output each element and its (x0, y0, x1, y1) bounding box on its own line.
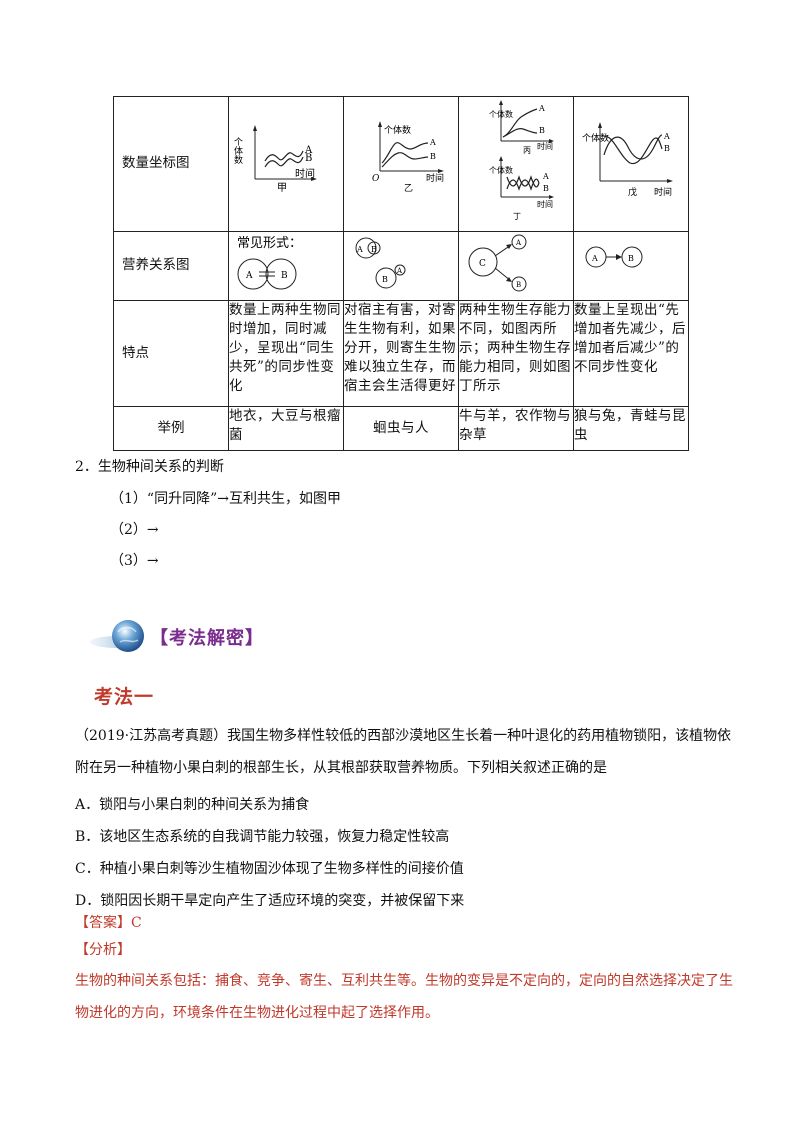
option-c: C．种植小果白刺等沙生植物固沙体现了生物多样性的间接价值 (75, 861, 464, 877)
nutrition-parasitism-b1: B (371, 245, 377, 254)
row-label-examples: 举例 (113, 406, 229, 451)
graph-wu-cell: 个体数 A B 戊 时间 (573, 96, 689, 232)
graph-yi-cell: 个体数 A B O 时间 乙 (343, 96, 459, 232)
graph-yi-caption: 乙 (404, 183, 413, 194)
section-2-item-1: （1）“同升同降”→互利共生，如图甲 (110, 491, 341, 507)
nutrition-parasitism: A B B A (355, 237, 406, 289)
graph-bing-ding: 个体数 A B 丙 时间 个体数 A B 时间 丁 (489, 100, 554, 221)
graph-jia-xlabel: 时间 (295, 167, 315, 180)
nutrition-competition-b: B (516, 281, 521, 289)
graph-yi-label-a: A (429, 138, 436, 147)
graph-bing-xlabel: 时间 (537, 141, 553, 151)
graph-jia-label-a: A (304, 145, 313, 156)
graph-yi-label-b: B (430, 152, 436, 161)
option-d: D．锁阳因长期干旱定向产生了适应环境的突变，并被保留下来 (75, 893, 465, 909)
nutrition-predation-b: B (628, 254, 634, 263)
graph-wu-xlabel: 时间 (654, 186, 672, 198)
example-mutualism: 地衣，大豆与根瘤菌 (228, 406, 344, 451)
nutrition-predation-a: A (591, 254, 598, 263)
nutrition-common-label: 常见形式： (237, 236, 302, 251)
answer-label: 【答案】C (75, 915, 142, 931)
nutrition-competition-c: C (479, 259, 486, 269)
nutrition-parasitism-a1: A (356, 245, 363, 254)
graph-ding-xlabel: 时间 (537, 199, 553, 209)
relationship-table: 数量坐标图 个体数 A B 时间 甲 (113, 96, 689, 451)
graph-bing-label-a: A (538, 104, 545, 113)
graph-yi-xlabel: 时间 (426, 172, 444, 184)
nutrition-parasitism-cell: A B B A (343, 230, 459, 302)
trait-competition: 两种生物生存能力不同，如图丙所示；两种生物生存能力相同，则如图丁所示 (458, 300, 574, 408)
nutrition-mutualism-b: B (281, 271, 288, 281)
graph-ding-label-a: A (542, 172, 549, 181)
graph-wu-ylabel: 个体数 (582, 132, 609, 144)
nutrition-predation: A B (585, 246, 643, 268)
graph-yi-origin: O (372, 174, 380, 184)
graph-ding-ylabel: 个体数 (489, 165, 513, 175)
graph-bing-ylabel: 个体数 (489, 109, 513, 119)
banner-title: 【考法解密】 (150, 628, 264, 649)
method-title: 考法一 (94, 686, 155, 708)
nutrition-mutualism-a: A (245, 271, 253, 281)
nutrition-competition-a: A (515, 239, 522, 247)
nutrition-parasitism-b2: B (382, 275, 388, 284)
section-2-title: 2．生物种间关系的判断 (75, 459, 224, 475)
graph-jia-label-b: B (305, 153, 312, 164)
question-stem: （2019·江苏高考真题）我国生物多样性较低的西部沙漠地区生长着一种叶退化的药用… (75, 728, 732, 776)
graph-bing-caption: 丙 (523, 146, 531, 155)
nutrition-predation-cell: A B (573, 230, 689, 302)
graph-wu-caption: 戊 (628, 186, 637, 198)
graph-jia-caption: 甲 (277, 183, 287, 194)
banner-decoration (90, 620, 144, 652)
analysis-label: 【分析】 (75, 942, 131, 958)
option-b: B．该地区生态系统的自我调节能力较强，恢复力稳定性较高 (75, 829, 450, 845)
analysis-text: 生物的种间关系包括：捕食、竞争、寄生、互利共生等。生物的变异是不定向的，定向的自… (75, 973, 733, 1021)
graph-bing-label-b: B (539, 126, 545, 135)
row-label-traits: 特点 (113, 300, 229, 408)
graph-jia-cell: 个体数 A B 时间 甲 (228, 96, 344, 232)
nutrition-mutualism-cell: 常见形式： A B (228, 230, 344, 302)
graph-wu-label-a: A (663, 132, 670, 141)
example-predation: 狼与兔，青蛙与昆虫 (573, 406, 689, 451)
section-2-item-3: （3）→ (110, 553, 159, 569)
nutrition-competition: C A B (468, 234, 527, 292)
example-competition: 牛与羊，农作物与杂草 (458, 406, 574, 451)
trait-predation: 数量上呈现出“先增加者先减少，后增加者后减少”的不同步性变化 (573, 300, 689, 408)
nutrition-parasitism-a2: A (396, 267, 403, 275)
example-parasitism: 蛔虫与人 (343, 406, 459, 451)
graph-ding-caption: 丁 (513, 212, 521, 221)
section-2-item-2: （2）→ (110, 522, 159, 538)
graph-jia-ylabel: 个体数 (232, 137, 243, 165)
graph-ding-label-b: B (543, 184, 549, 193)
row-label-graph: 数量坐标图 (113, 96, 229, 232)
trait-mutualism: 数量上两种生物同时增加，同时减少，呈现出“同生共死”的同步性变化 (228, 300, 344, 408)
graph-yi-ylabel: 个体数 (384, 124, 411, 136)
globe-icon (112, 620, 144, 652)
graph-bing-ding-cell: 个体数 A B 丙 时间 个体数 A B 时间 丁 (458, 96, 574, 232)
nutrition-competition-cell: C A B (458, 230, 574, 302)
row-label-nutrition: 营养关系图 (113, 230, 229, 302)
graph-wu: 个体数 A B 戊 时间 (582, 122, 673, 198)
graph-wu-label-b: B (664, 144, 670, 153)
trait-parasitism: 对宿主有害，对寄生生物有利，如果分开，则寄生生物难以独立生存，而宿主会生活得更好 (343, 300, 459, 408)
graph-yi: 个体数 A B O 时间 乙 (372, 121, 444, 194)
option-a: A．锁阳与小果白刺的种间关系为捕食 (75, 797, 310, 813)
nutrition-mutualism: 常见形式： A B (237, 236, 302, 290)
graph-jia: 个体数 A B 时间 甲 (232, 125, 317, 194)
